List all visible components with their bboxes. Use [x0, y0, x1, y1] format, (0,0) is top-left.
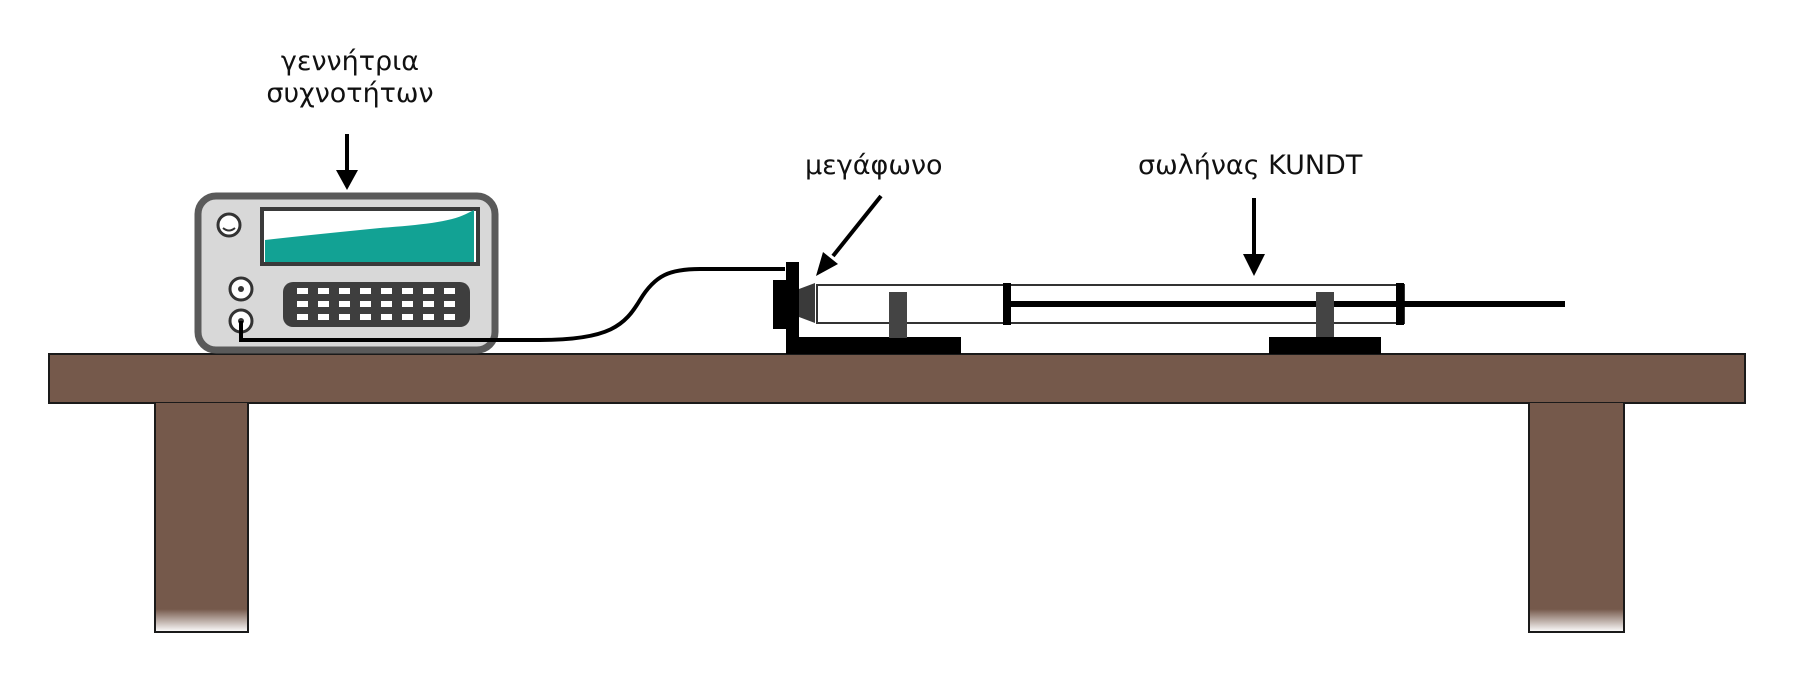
tube-base-right	[1269, 337, 1381, 354]
tube-support-right	[1316, 292, 1334, 338]
table-leg-right	[1528, 403, 1625, 633]
frequency-generator-label-line2: συχνοτήτων	[266, 78, 434, 110]
frequency-generator-label: γεννήτρια συχνοτήτων	[250, 46, 450, 111]
generator-screen-wave	[265, 210, 474, 262]
table-leg-left	[154, 403, 249, 633]
speaker-cone	[799, 283, 815, 323]
arrow-down-icon	[816, 194, 883, 276]
kundt-tube-label: σωλήνας KUNDT	[1138, 150, 1363, 181]
frequency-generator-label-line1: γεννήτρια	[280, 46, 420, 77]
speaker-stand	[773, 262, 961, 354]
table-top	[48, 353, 1746, 404]
table	[48, 353, 1746, 633]
speaker-label: μεγάφωνο	[805, 150, 943, 181]
frequency-generator	[194, 192, 499, 354]
tube-end-cap-left	[1003, 283, 1011, 325]
tube-support-left	[889, 292, 907, 338]
arrow-down-icon	[336, 134, 358, 190]
knob-icon	[216, 212, 242, 238]
kundt-tube	[816, 283, 1565, 354]
arrow-down-icon	[1243, 198, 1265, 276]
generator-keypad	[283, 282, 470, 327]
signal-cable	[239, 267, 785, 342]
